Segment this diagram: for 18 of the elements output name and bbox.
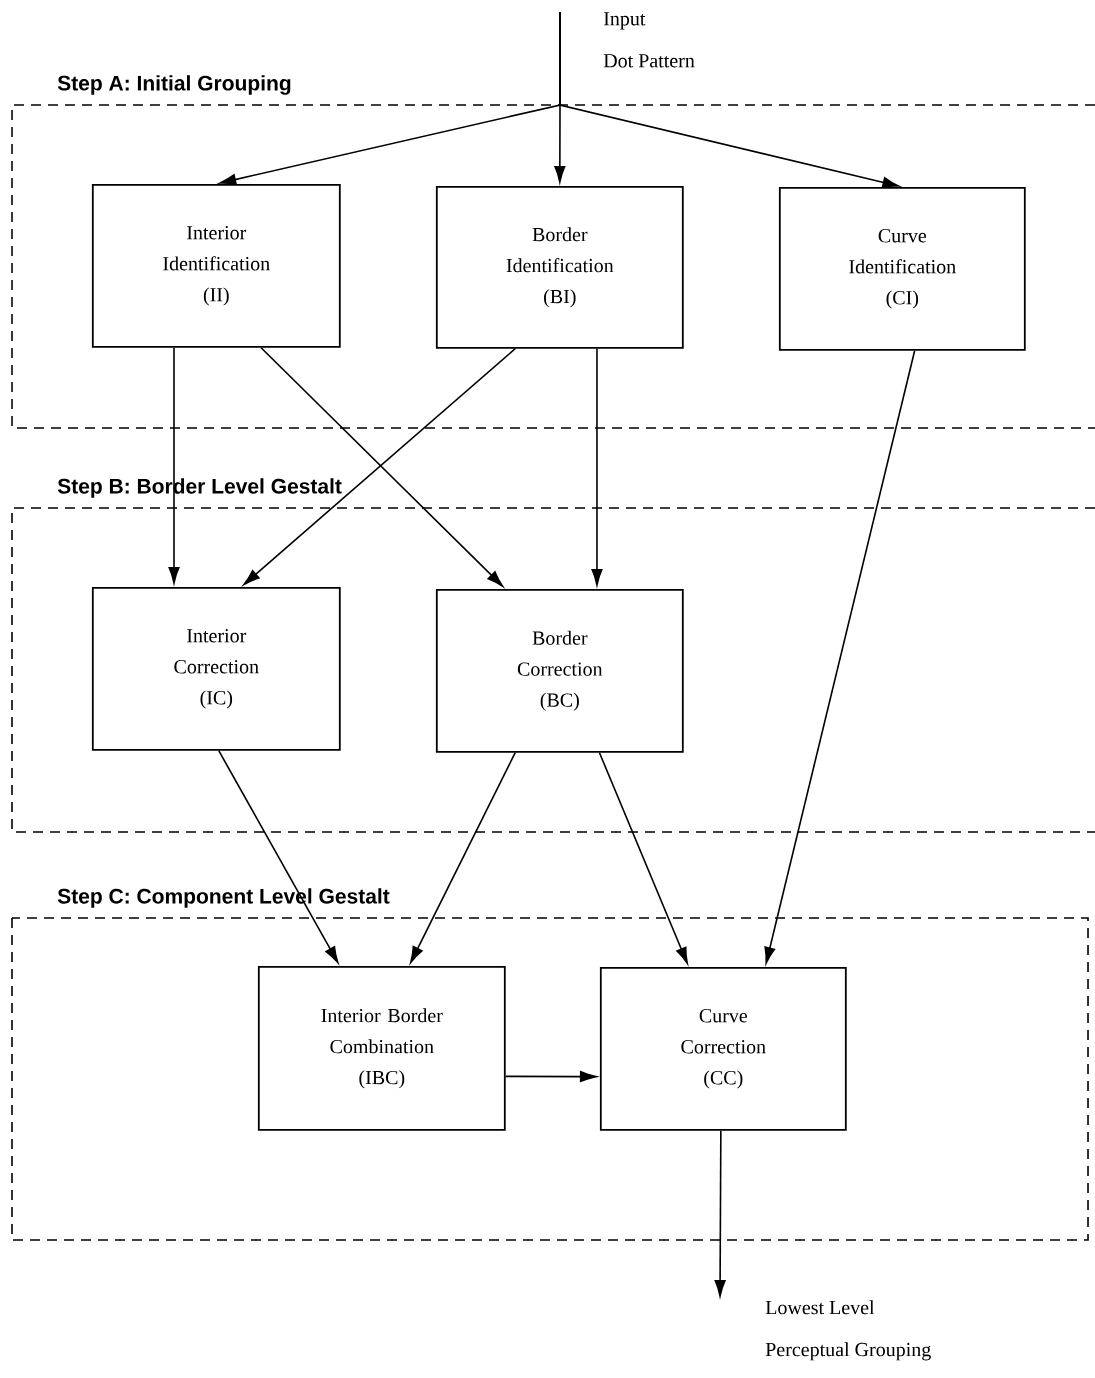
arrow bbox=[410, 751, 516, 964]
process-box: Interior Correction (IC) bbox=[91, 586, 341, 751]
band-heading: Step A: Initial Grouping bbox=[57, 75, 291, 95]
arrow bbox=[168, 346, 180, 584]
flow-label: Input Dot Pattern bbox=[603, 12, 695, 68]
flow-label: Lowest Level Perceptual Grouping bbox=[765, 1300, 931, 1361]
arrow bbox=[559, 11, 900, 188]
arrow bbox=[591, 347, 603, 586]
process-box: Interior Identification (II) bbox=[91, 183, 341, 348]
process-box: Border Identification (BI) bbox=[435, 185, 684, 349]
process-box: Border Correction (BC) bbox=[435, 588, 684, 753]
process-box: Curve Identification (CI) bbox=[778, 186, 1026, 351]
arrow bbox=[764, 349, 916, 964]
process-box: Interior Border Combination (IBC) bbox=[257, 965, 506, 1131]
process-box: Curve Correction (CC) bbox=[599, 966, 847, 1131]
arrow bbox=[714, 1129, 726, 1297]
arrow bbox=[504, 1071, 597, 1083]
arrow bbox=[218, 749, 339, 964]
